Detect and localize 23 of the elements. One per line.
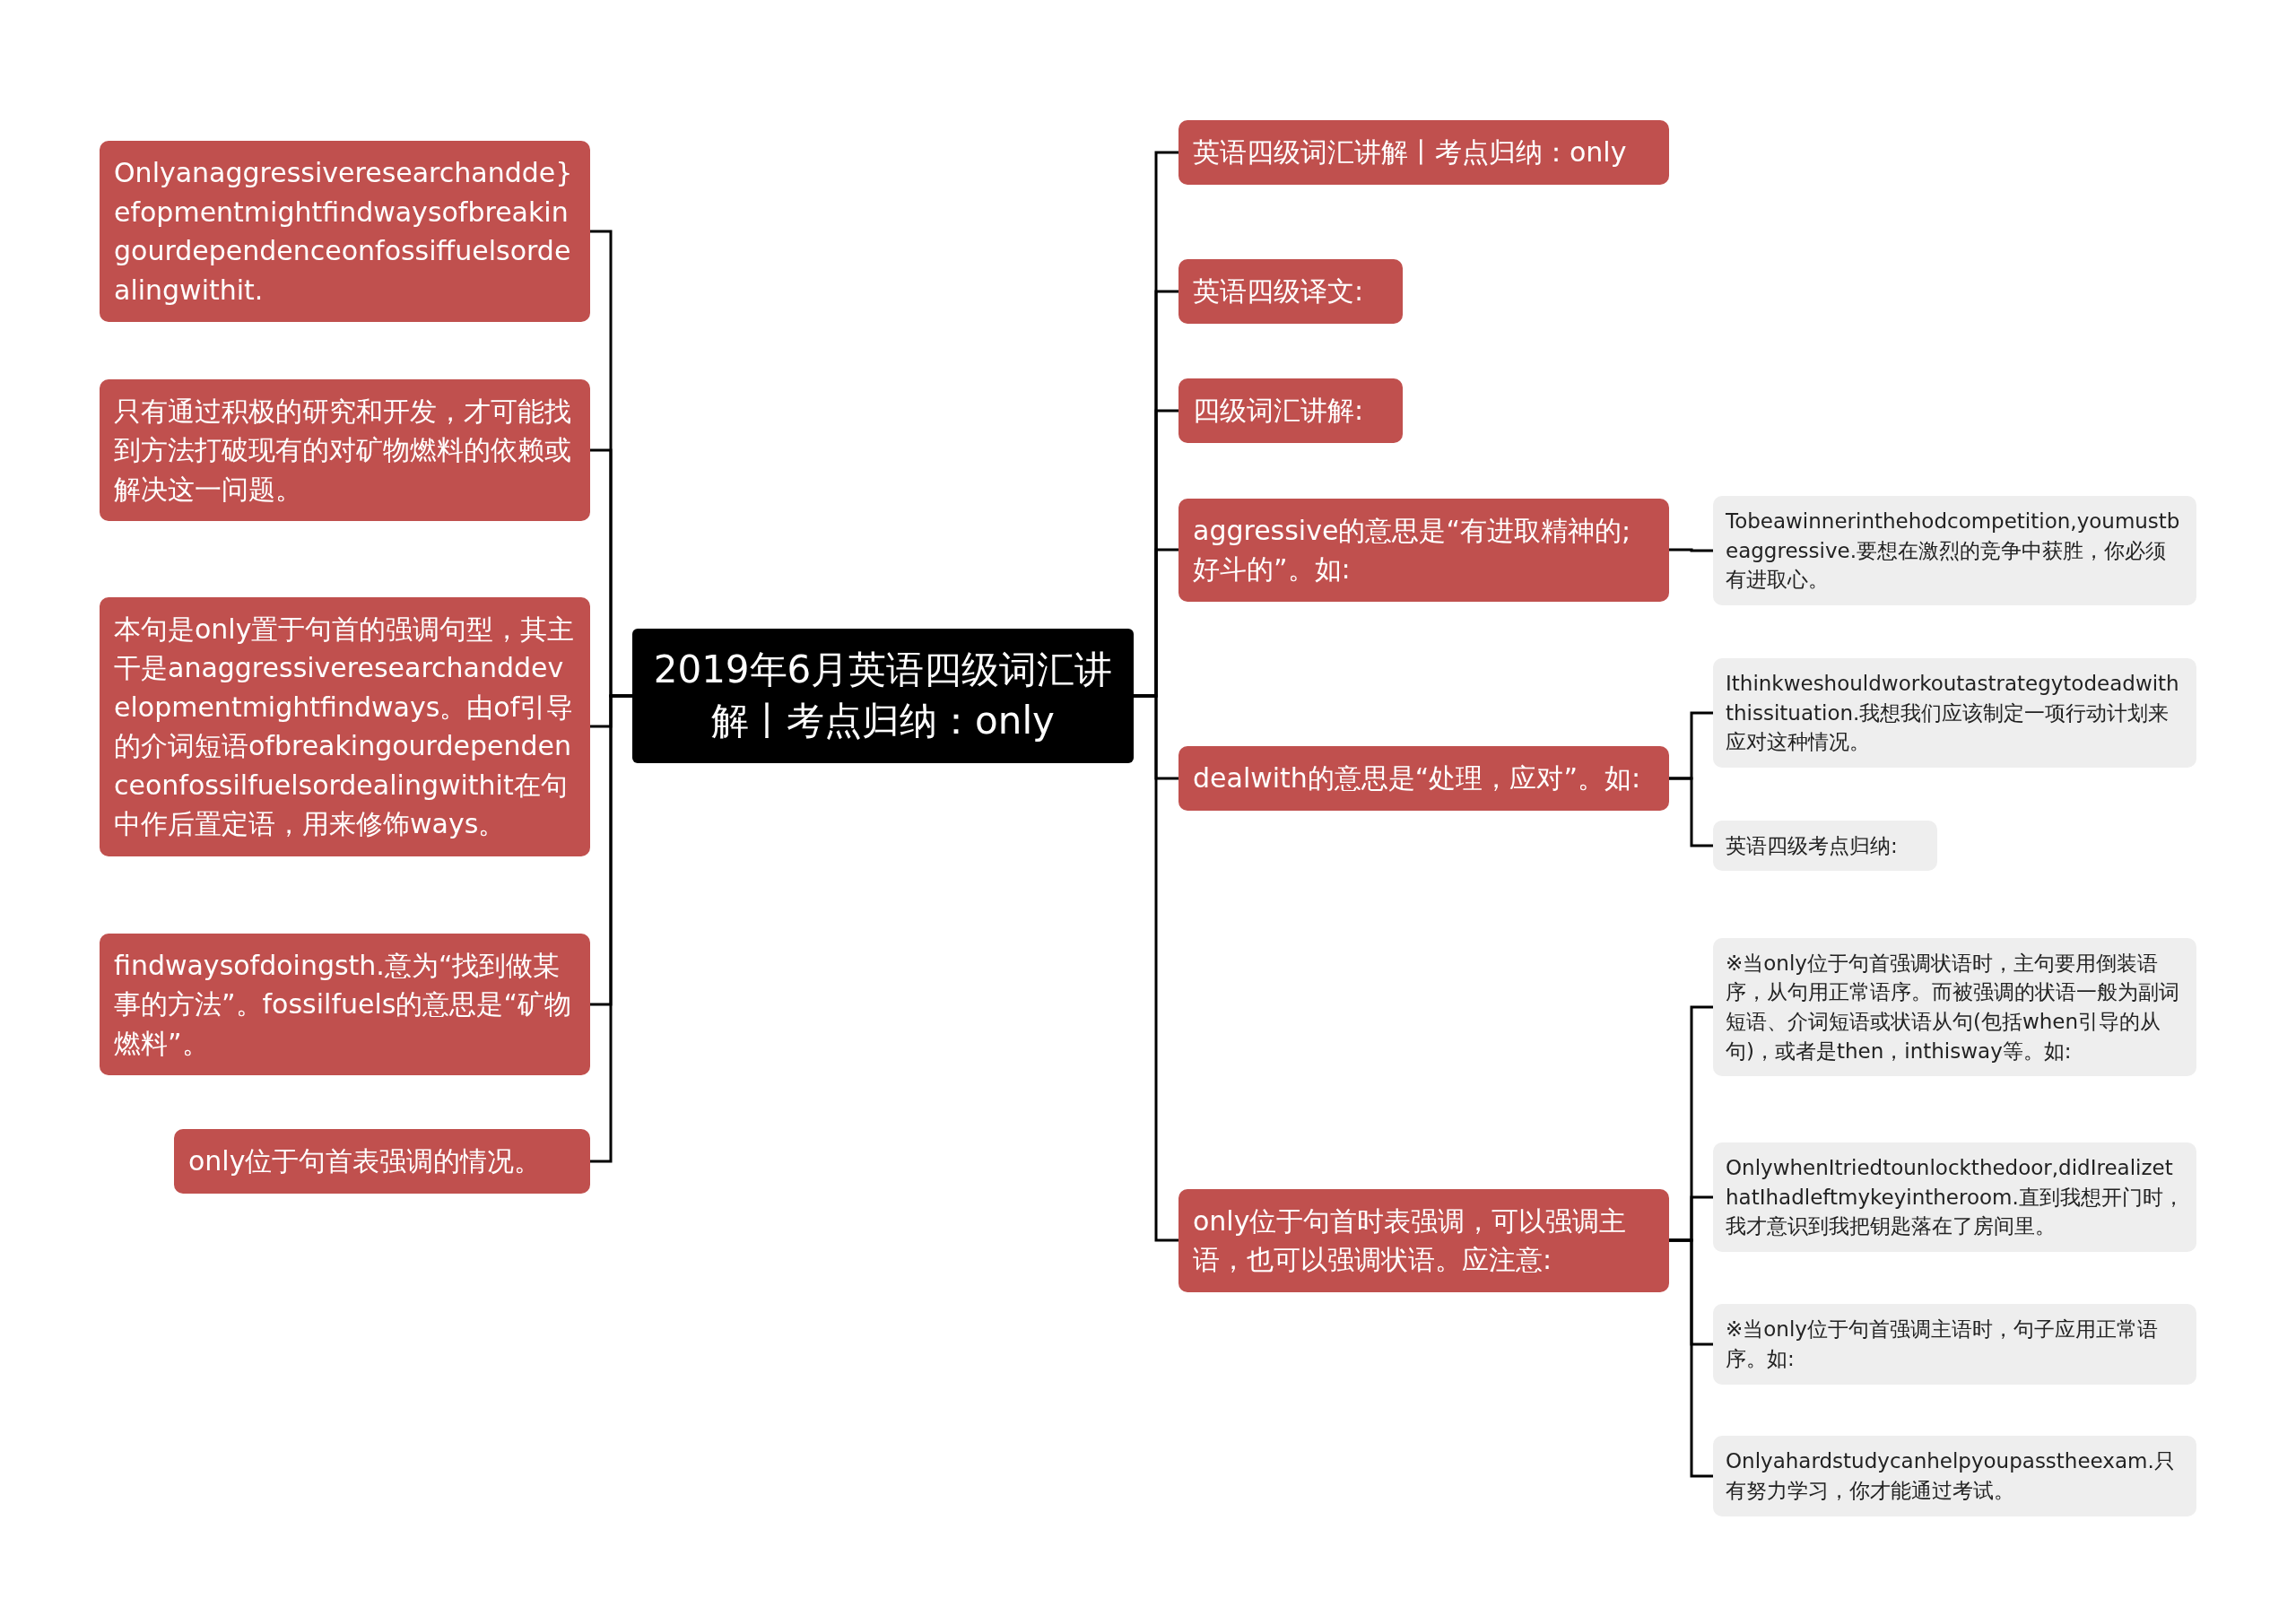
- topic-box: 英语四级译文:: [1178, 259, 1403, 324]
- note-box: 英语四级考点归纳:: [1713, 820, 1937, 872]
- note-box: Onlyahardstudycanhelpyoupasstheexam.只有努力学习，你才能通过考试。: [1713, 1436, 2196, 1516]
- topic-box: only位于句首表强调的情况。: [174, 1129, 590, 1194]
- connector-line: [1669, 1238, 1713, 1478]
- topic-box: only位于句首时表强调，可以强调主语，也可以强调状语。应注意:: [1178, 1188, 1669, 1292]
- topic-box: 本句是only置于句首的强调句型，其主干是anaggressiveresearchanddevelopmentmightfindways。由of引导的介词短语ofbreakingourdependenceonfossilfuelsordealingwithit在句中作后置定语，用来修饰ways。: [100, 596, 590, 856]
- central-topic-box: 2019年6月英语四级词汇讲解丨考点归纳：only: [632, 629, 1134, 763]
- topic-box: aggressive的意思是“有进取精神的;好斗的”。如:: [1178, 498, 1669, 602]
- topic-box: dealwith的意思是“处理，应对”。如:: [1178, 746, 1669, 811]
- topic-box: 只有通过积极的研究和开发，才可能找到方法打破现有的对矿物燃料的依赖或解决这一问题。: [100, 378, 590, 522]
- topic-box: 英语四级词汇讲解丨考点归纳：only: [1178, 120, 1669, 185]
- note-box: OnlywhenItriedtounlockthedoor,didIrealizethatIhadleftmykeyintheroom.直到我想开门时，我才意识到我把钥匙落在了房间里。: [1713, 1142, 2196, 1252]
- topic-box: Onlyanaggressiveresearchandde}efopmentmightfindwaysofbreakingourdependenceonfossiffuelsordealingwithit.: [100, 141, 590, 322]
- connector-line: [590, 694, 632, 1163]
- topic-box: 四级词汇讲解:: [1178, 378, 1403, 443]
- note-box: Tobeawinnerinthehodcompetition,youmustbeaggressive.要想在激烈的竞争中获胜，你必须有进取心。: [1713, 496, 2196, 605]
- connector-line: [1669, 548, 1713, 552]
- note-box: Ithinkweshouldworkoutastrategytodeadwiththissituation.我想我们应该制定一项行动计划来应对这种情况。: [1713, 658, 2196, 768]
- note-box: ※当only位于句首强调状语时，主句要用倒装语序，从句用正常语序。而被强调的状语一般为副词短语、介词短语或状语从句(包括when引导的从句)，或者是then，inthisway等。如:: [1713, 937, 2196, 1077]
- connector-line: [1669, 777, 1713, 847]
- topic-box: findwaysofdoingsth.意为“找到做某事的方法”。fossilfuels的意思是“矿物燃料”。: [100, 933, 590, 1076]
- note-box: ※当only位于句首强调主语时，句子应用正常语序。如:: [1713, 1304, 2196, 1385]
